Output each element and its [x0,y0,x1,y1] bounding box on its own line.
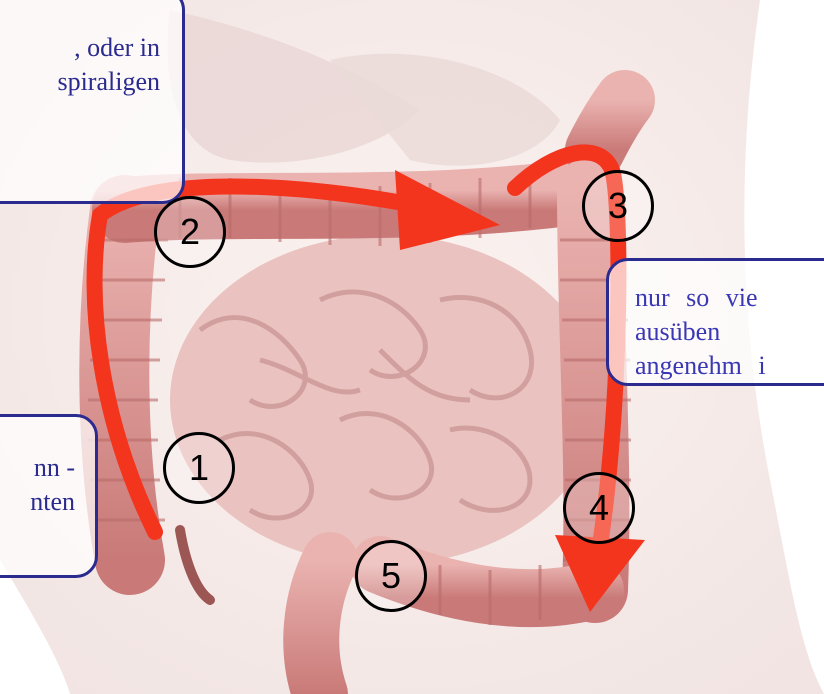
small-intestine [170,235,600,565]
callout-right-line-1: nur so vie [635,281,824,315]
callout-top-line-2: spiraligen [0,65,160,99]
marker-3-label: 3 [608,188,628,224]
callout-left: nn - nten [0,414,98,578]
callout-top-line-1: , oder in [0,31,160,65]
callout-right: nur so vie ausüben angenehm i [606,258,824,386]
callout-left-line-1: nn - [0,451,75,485]
marker-5-label: 5 [381,558,401,594]
marker-1: 1 [163,432,235,504]
marker-2: 2 [154,196,226,268]
marker-2-label: 2 [180,214,200,250]
callout-top: , oder in spiraligen [0,0,185,204]
callout-right-line-3: angenehm i [635,349,824,383]
marker-4: 4 [563,472,635,544]
marker-3: 3 [582,170,654,242]
callout-right-line-2: ausüben [635,315,824,349]
marker-5: 5 [355,540,427,612]
marker-1-label: 1 [189,450,209,486]
marker-4-label: 4 [589,490,609,526]
callout-left-line-2: nten [0,485,75,519]
